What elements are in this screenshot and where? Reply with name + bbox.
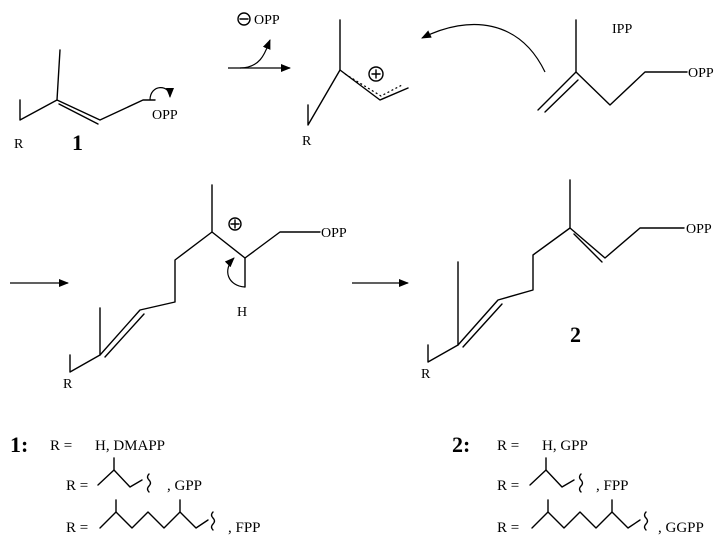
intermediate-double-bond bbox=[104, 313, 145, 358]
legend-compound-2: 2: R = H, GPP R = , FPP R = , GGPP bbox=[452, 432, 704, 536]
intermediate-opp-label: OPP bbox=[321, 226, 347, 241]
legend-1-row-2-prefix: R = bbox=[66, 478, 88, 494]
legend-2-row-2-text: , FPP bbox=[596, 478, 629, 494]
ipp-backbone bbox=[537, 71, 688, 111]
intermediate-r-label: R bbox=[63, 377, 73, 392]
curved-arrow-icon bbox=[239, 39, 271, 69]
ipp-opp-label: OPP bbox=[688, 66, 714, 81]
compound-1-number: 1 bbox=[72, 130, 83, 155]
legend-2-row-1-prefix: R = bbox=[497, 438, 519, 454]
compound-1-methyl bbox=[56, 49, 61, 101]
curved-arrow-icon bbox=[224, 257, 246, 288]
wavy-bond-icon bbox=[578, 473, 584, 493]
compound-1-backbone bbox=[19, 99, 156, 121]
compound-1-r-label: R bbox=[14, 137, 24, 152]
ionization-arrow: OPP bbox=[228, 12, 291, 72]
plus-circle-icon bbox=[228, 217, 242, 231]
ipp-double-bond bbox=[544, 79, 579, 113]
compound-2-r-label: R bbox=[421, 367, 431, 382]
prenyl-substituent-structure bbox=[529, 457, 584, 493]
minus-circle-icon bbox=[237, 12, 251, 26]
cation-backbone bbox=[307, 69, 409, 126]
compound-2-structure: OPP R 2 bbox=[421, 179, 712, 382]
carbocation-intermediate-structure: H OPP R bbox=[63, 184, 347, 392]
leaving-group-label: OPP bbox=[254, 13, 280, 28]
legend-1-row-1-prefix: R = bbox=[50, 438, 72, 454]
compound-1-opp-label: OPP bbox=[152, 108, 178, 123]
legend-1-row-3-prefix: R = bbox=[66, 520, 88, 536]
legend-1-number: 1: bbox=[10, 432, 28, 457]
intermediate-backbone bbox=[69, 231, 321, 373]
compound-1-double-bond bbox=[58, 103, 99, 125]
legend-1-row-3-text: , FPP bbox=[228, 520, 261, 536]
geranyl-substituent-structure bbox=[99, 499, 216, 531]
legend-2-row-3-text: , GGPP bbox=[658, 520, 704, 536]
geranyl-substituent-structure bbox=[531, 499, 649, 531]
compound-2-double-bond-2 bbox=[573, 233, 603, 263]
proton-h-label: H bbox=[237, 305, 247, 320]
legend-1-row-2-text: , GPP bbox=[167, 478, 202, 494]
legend-2-number: 2: bbox=[452, 432, 470, 457]
wavy-bond-icon bbox=[210, 511, 216, 531]
prenyl-substituent-structure bbox=[97, 457, 152, 493]
compound-2-number: 2 bbox=[570, 322, 581, 347]
curved-arrow-icon bbox=[421, 23, 546, 73]
legend-1-row-1-text: H, DMAPP bbox=[95, 438, 165, 454]
legend-2-row-1-text: H, GPP bbox=[542, 438, 588, 454]
legend-2-row-3-prefix: R = bbox=[497, 520, 519, 536]
legend-2-row-2-prefix: R = bbox=[497, 478, 519, 494]
cation-delocalization bbox=[344, 73, 403, 97]
compound-1-structure: OPP R 1 bbox=[14, 49, 178, 155]
ipp-structure: IPP OPP bbox=[537, 19, 714, 113]
curved-arrow-icon bbox=[149, 87, 174, 101]
compound-2-double-bond-1 bbox=[462, 303, 503, 348]
cation-r-label: R bbox=[302, 134, 312, 149]
wavy-bond-icon bbox=[643, 511, 649, 531]
allyl-cation-structure: R bbox=[302, 19, 409, 149]
wavy-bond-icon bbox=[146, 473, 152, 493]
plus-circle-icon bbox=[368, 66, 384, 82]
legend-compound-1: 1: R = H, DMAPP R = , GPP R = , FPP bbox=[10, 432, 261, 536]
compound-2-backbone bbox=[427, 227, 685, 363]
ipp-label: IPP bbox=[612, 22, 632, 37]
compound-2-opp-label: OPP bbox=[686, 222, 712, 237]
